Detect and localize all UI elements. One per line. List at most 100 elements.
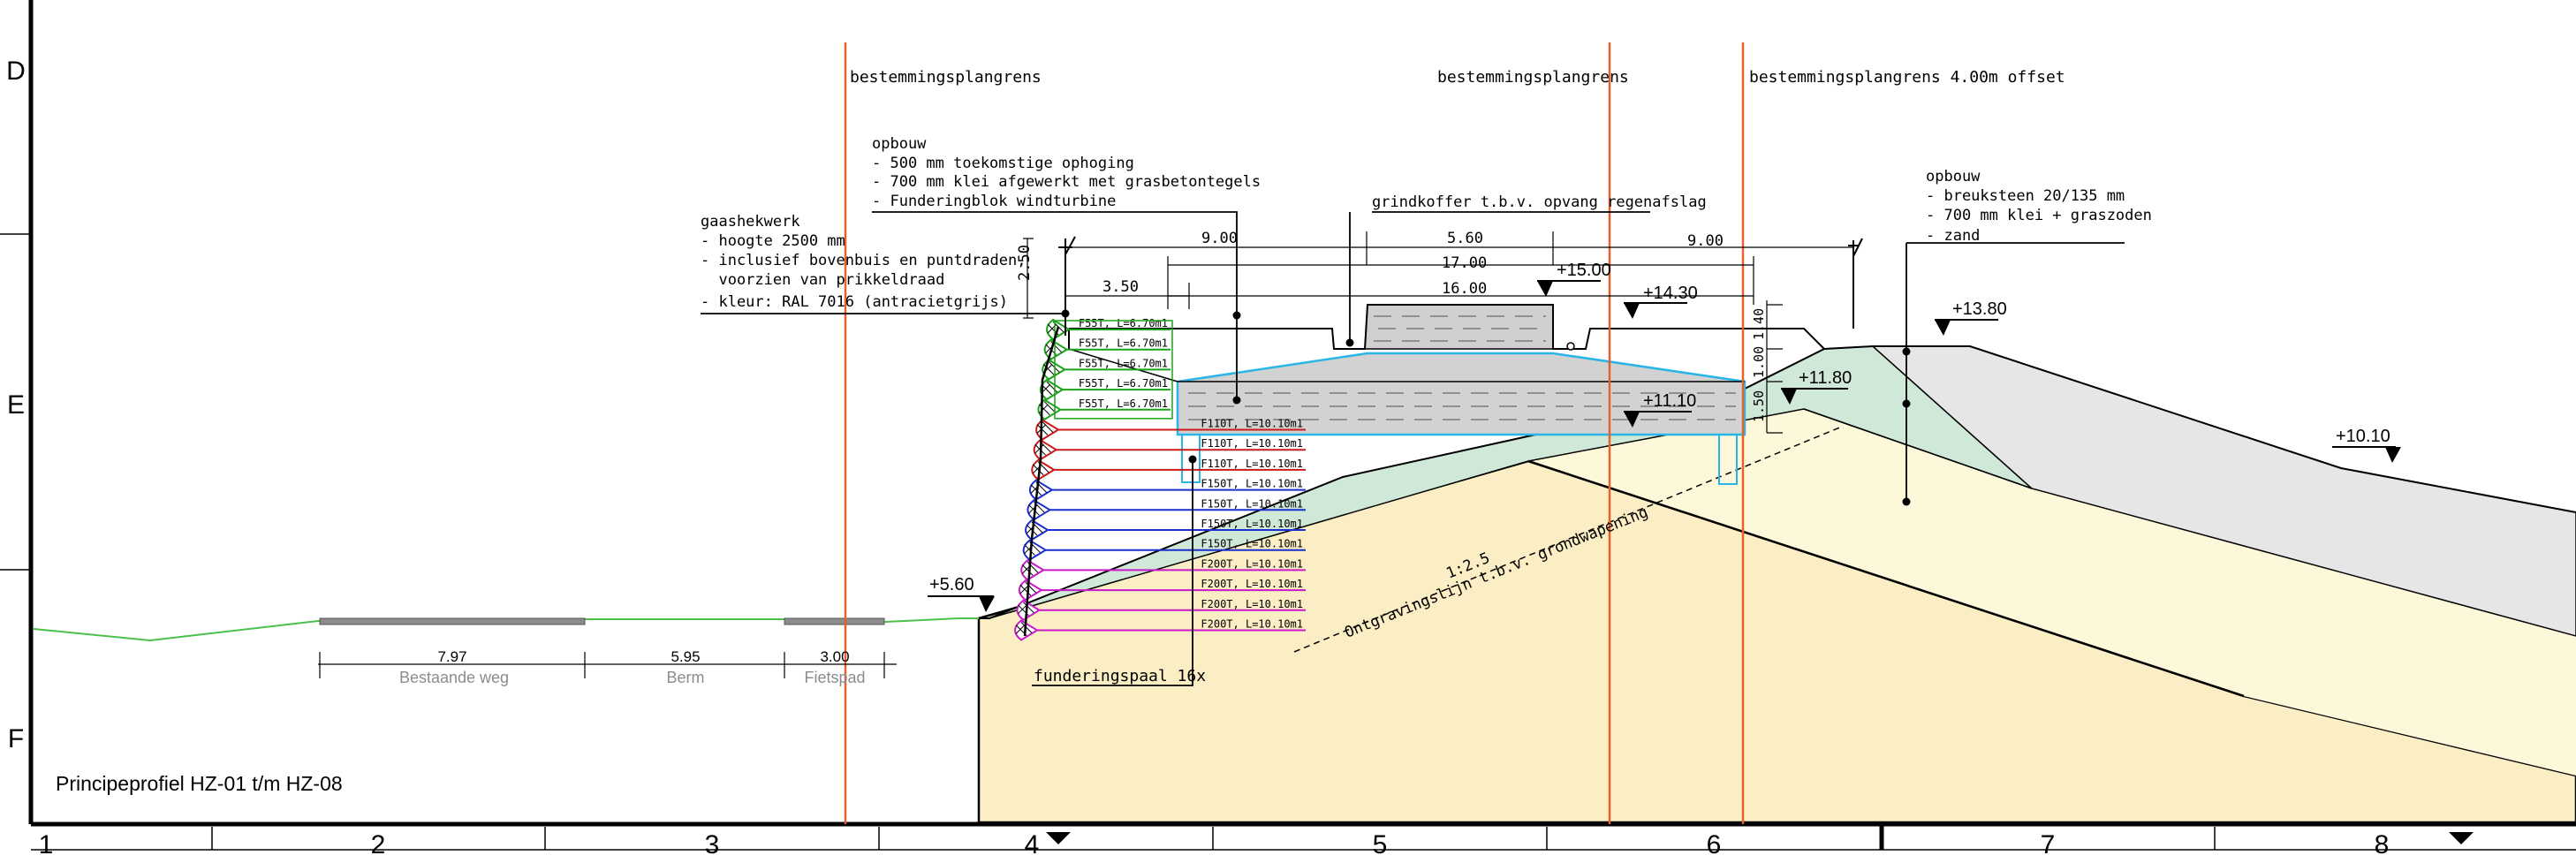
svg-text:- breuksteen 20/135 mm: - breuksteen 20/135 mm: [1926, 187, 2125, 205]
dimension-150: 1.50: [1751, 390, 1767, 422]
soil-anchor: F110T, L=10.10m1: [1031, 458, 1306, 481]
pavement-base: [1068, 348, 1178, 382]
dimension-1600: 16.00: [1442, 280, 1487, 298]
road-dimension-line: [318, 652, 897, 678]
column-number-8: 8: [2375, 830, 2390, 859]
soil-anchor: F110T, L=10.10m1: [1033, 437, 1306, 461]
svg-text:+11.80: +11.80: [1799, 368, 1852, 388]
road-label-berm: Berm: [666, 669, 704, 686]
anchor-label: F55T, L=6.70m1: [1079, 317, 1168, 329]
dimension-140: 1.40: [1751, 308, 1767, 340]
cycle-path-surface: [784, 617, 885, 625]
pavement-outline: [1069, 304, 1825, 350]
note-opbouw-center: opbouw - 500 mm toekomstige ophoging - 7…: [872, 135, 1261, 210]
svg-text:+15.00: +15.00: [1557, 261, 1611, 280]
anchor-label: F55T, L=6.70m1: [1079, 377, 1168, 390]
anchor-head: [1025, 519, 1049, 541]
soil-anchor: F110T, L=10.10m1: [1035, 418, 1306, 441]
excavation-line: [1293, 426, 1843, 653]
svg-text:+13.80: +13.80: [1952, 299, 2007, 319]
dimension-350: 3.50: [1102, 278, 1139, 296]
note-opbouw-right: opbouw - breuksteen 20/135 mm - 700 mm k…: [1926, 168, 2152, 245]
anchor-label: F110T, L=10.10m1: [1201, 418, 1303, 430]
svg-text:- zand: - zand: [1926, 227, 1980, 245]
soil-anchor: F150T, L=10.10m1: [1028, 478, 1306, 501]
soil-layers: [977, 345, 2576, 824]
anchor-label: F200T, L=10.10m1: [1201, 557, 1303, 570]
note-fence: gaashekwerk - hoogte 2500 mm - inclusief…: [701, 213, 1026, 311]
level-marker-1010: +10.10: [2332, 427, 2401, 463]
dimension-250: 2.50: [1016, 245, 1034, 281]
gravel-marker: [1566, 342, 1575, 351]
soil-anchor: F55T, L=6.70m1: [1039, 377, 1171, 401]
column-number-6: 6: [1707, 830, 1722, 859]
boundary-label-middle: bestemmingsplangrens: [1437, 68, 1629, 87]
anchor-label: F110T, L=10.10m1: [1201, 437, 1303, 450]
leader-lines: [701, 211, 2125, 686]
soil-anchor: F55T, L=6.70m1: [1037, 397, 1171, 421]
level-marker-1430: +14.30: [1624, 284, 1698, 319]
road-label-cyclepath: Fietspad: [804, 669, 865, 686]
svg-text:+14.30: +14.30: [1643, 284, 1698, 303]
anchor-label: F110T, L=10.10m1: [1201, 458, 1303, 470]
gravel-trench: [1364, 304, 1554, 350]
level-marker-560: +5.60: [928, 575, 995, 612]
soil-anchor: F55T, L=6.70m1: [1043, 337, 1171, 360]
column-number-5: 5: [1373, 830, 1388, 859]
leader-dots: [1061, 309, 1911, 506]
svg-text:- inclusief bovenbuis en puntd: - inclusief bovenbuis en puntdraden,: [701, 252, 1026, 269]
dimension-900-left: 9.00: [1201, 230, 1238, 247]
soil-anchor: F200T, L=10.10m1: [1016, 598, 1306, 622]
svg-text:gaashekwerk: gaashekwerk: [701, 213, 800, 231]
retaining-wall-front: [1023, 326, 1060, 637]
sand-upper-body: [1528, 409, 2576, 776]
gravel-hatch: [1374, 315, 1546, 342]
anchor-label: F55T, L=6.70m1: [1079, 397, 1168, 410]
anchor-label: F150T, L=10.10m1: [1201, 538, 1303, 550]
column-number-7: 7: [2041, 830, 2056, 859]
anchor-label: F55T, L=6.70m1: [1079, 337, 1168, 350]
svg-text:opbouw: opbouw: [872, 135, 927, 153]
soil-anchor: F150T, L=10.10m1: [1022, 538, 1306, 561]
anchor-head: [1028, 479, 1054, 501]
anchor-label: F55T, L=6.70m1: [1079, 357, 1168, 369]
svg-text:- 500 mm toekomstige ophoging: - 500 mm toekomstige ophoging: [872, 155, 1134, 172]
inner-slope-line: [1527, 459, 2245, 698]
svg-text:+10.10: +10.10: [2336, 427, 2390, 446]
existing-ground-line: [33, 617, 979, 642]
anchor-label: F150T, L=10.10m1: [1201, 518, 1303, 530]
rock-surface-line: [1873, 345, 2576, 513]
soil-anchor: F200T, L=10.10m1: [1020, 557, 1306, 581]
level-marker-1110: +11.10: [1624, 391, 1696, 428]
svg-text:- Funderingblok windturbine: - Funderingblok windturbine: [872, 193, 1116, 210]
clay-inner-line: [1803, 408, 2033, 489]
anchor-label: F200T, L=10.10m1: [1201, 618, 1303, 631]
svg-text:- 700 mm klei + graszoden: - 700 mm klei + graszoden: [1926, 207, 2152, 224]
note-gravel: grindkoffer t.b.v. opvang regenafslag: [1372, 193, 1707, 211]
page-title: Principeprofiel HZ-01 t/m HZ-08: [56, 772, 343, 795]
anchor-head: [1018, 579, 1043, 602]
anchor-label: F200T, L=10.10m1: [1201, 598, 1303, 610]
anchor-head: [1016, 599, 1042, 622]
soil-anchor: F200T, L=10.10m1: [1014, 618, 1306, 641]
existing-road-surface: [319, 617, 586, 625]
svg-text:opbouw: opbouw: [1926, 168, 1981, 185]
road-dim-existing: 7.97: [437, 648, 466, 665]
dimension-900-right: 9.00: [1687, 232, 1724, 250]
svg-text:- kleur: RAL 7016 (antracietgr: - kleur: RAL 7016 (antracietgrijs): [701, 293, 1008, 311]
row-label-f: F: [8, 724, 24, 753]
anchor-head: [1020, 559, 1046, 581]
fence-post-right: [1848, 238, 1863, 329]
foundation-pier-left: [1181, 434, 1201, 483]
column-dividers: [211, 827, 2216, 850]
boundary-label-right: bestemmingsplangrens 4.00m offset: [1749, 68, 2065, 87]
level-marker-1380: +13.80: [1935, 299, 2007, 336]
dimension-lines: [1023, 231, 1853, 434]
boundary-label-left: bestemmingsplangrens: [850, 68, 1042, 87]
anchor-head: [1042, 359, 1067, 381]
svg-text:- hoogte 2500 mm: - hoogte 2500 mm: [701, 232, 845, 250]
anchor-head: [1031, 458, 1057, 481]
dimension-100: 1.00: [1751, 346, 1767, 378]
row-label-e: E: [7, 390, 25, 420]
